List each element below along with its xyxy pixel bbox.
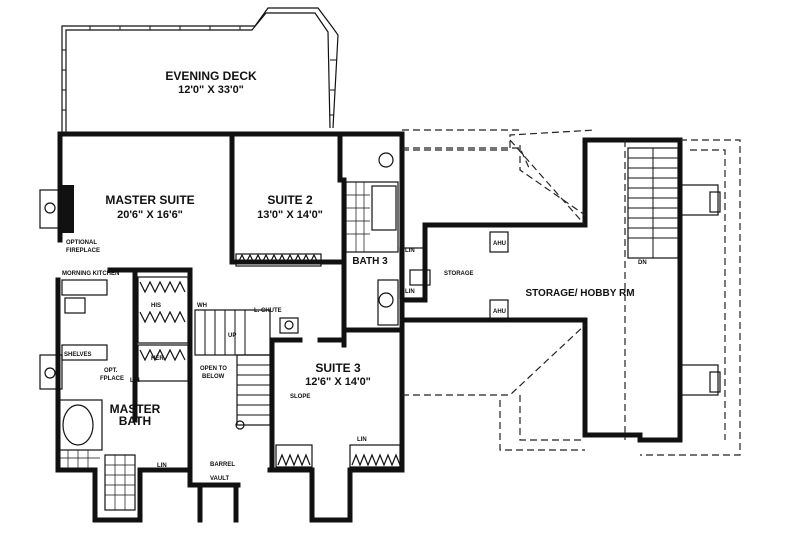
stairs-center: [194, 309, 271, 430]
stair-down-label: DN: [638, 260, 647, 266]
slope-label: SLOPE: [290, 394, 310, 400]
master-suite-name: MASTER SUITE: [105, 193, 194, 207]
storage-wing: [399, 129, 741, 456]
linen-label-4: LIN: [157, 463, 167, 469]
fireplace-master-bath: [39, 354, 63, 390]
optional-fireplace-label: OPTIONAL: [66, 240, 97, 246]
linen-label-1: LIN: [405, 248, 415, 254]
barrel-vault-label: BARREL: [210, 462, 235, 468]
barrel-vault-label-line2: VAULT: [210, 476, 229, 482]
optional-fireplace-label-line2: FIREPLACE: [66, 248, 100, 254]
wh-label: WH: [197, 303, 207, 309]
her-closet: [137, 344, 189, 382]
bath3-name: BATH 3: [352, 256, 388, 267]
ahu-label-2: AHU: [493, 309, 506, 315]
opt-fireplace-label: OPT.: [104, 368, 118, 374]
evening-deck: [61, 7, 339, 133]
bath3-tub: [371, 185, 397, 231]
master-suite-dims: 20'6" X 16'6": [117, 209, 183, 221]
ahu-label-1: AHU: [493, 241, 506, 247]
master-bath-name: MASTER: [110, 402, 161, 416]
storage-small-label: STORAGE: [444, 271, 474, 277]
linen-label-2: LIN: [405, 289, 415, 295]
bathtub: [62, 404, 94, 446]
evening-deck-name: EVENING DECK: [165, 69, 257, 83]
suite3-dims: 12'6" X 14'0": [305, 376, 371, 388]
morning-kitchen-label: MORNING KITCHEN: [62, 271, 119, 277]
master-bath-name-line2: BATH: [119, 414, 151, 428]
opt-fireplace-label-line2: FPLACE: [100, 376, 124, 382]
linen-label-5: LIN: [357, 437, 367, 443]
bath3-room: [345, 181, 399, 253]
shower: [104, 454, 136, 511]
open-to-below-label: OPEN TO: [200, 366, 227, 372]
laundry-chute-label: L. CHUTE: [254, 308, 282, 314]
storage-hobby-name: STORAGE/ HOBBY RM: [525, 288, 634, 299]
shelves-label: SHELVES: [64, 352, 92, 358]
linen-label-3: LIN: [130, 378, 140, 384]
his-closet: [137, 276, 189, 344]
suite3-name: SUITE 3: [315, 361, 361, 375]
suite2-name: SUITE 2: [267, 193, 313, 207]
evening-deck-dims: 12'0" X 33'0": [178, 84, 244, 96]
her-closet-label: HER: [151, 356, 164, 362]
stair-up-label: UP: [228, 333, 236, 339]
morning-kitchen-counter: [61, 279, 108, 296]
his-closet-label: HIS: [151, 303, 161, 309]
open-to-below-label-line2: BELOW: [202, 374, 225, 380]
suite2-dims: 13'0" X 14'0": [257, 209, 323, 221]
